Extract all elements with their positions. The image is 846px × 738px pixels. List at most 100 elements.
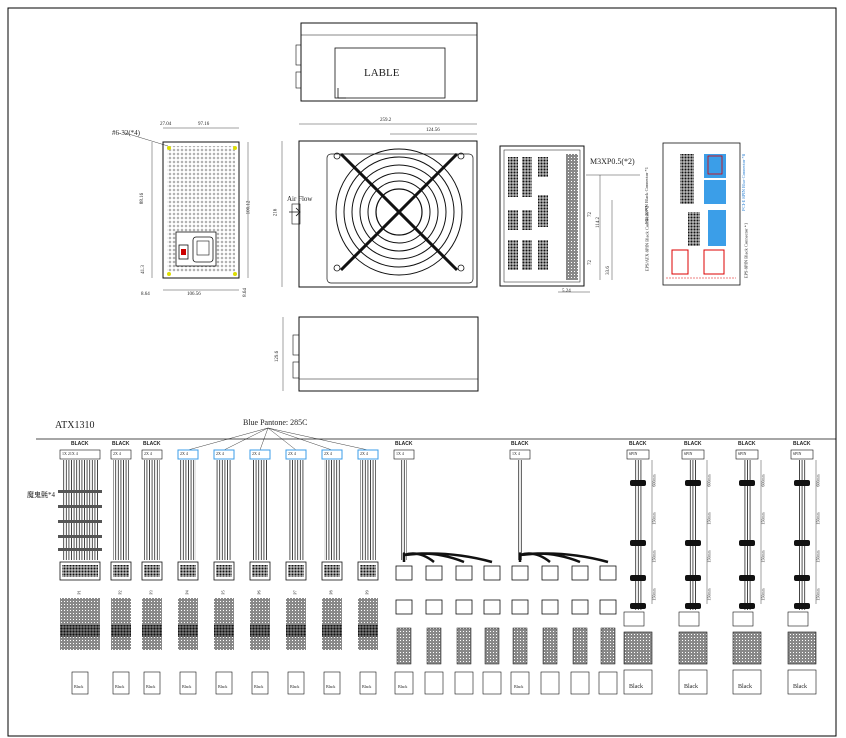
cable-id-p2: P2	[117, 590, 123, 595]
cable-pins-p13: 6PIN	[684, 451, 693, 456]
cable-id-p8: P8	[328, 590, 334, 595]
cable-p8	[321, 449, 343, 695]
cable-p1	[58, 449, 102, 695]
label-area	[334, 47, 446, 99]
back-view	[121, 127, 249, 291]
fan-guard	[333, 148, 465, 276]
cable-pins-p4: 2X 4	[180, 451, 188, 456]
length-label-3-p12: 150mm	[651, 588, 657, 601]
cable-pins-p10: 1X 4	[396, 451, 404, 456]
cable-p2	[110, 449, 132, 695]
cable-id-p4: P4	[184, 590, 190, 595]
cable-id-p9: P9	[364, 590, 370, 595]
pin-tag	[285, 449, 307, 460]
cable-pins-p11: 1X 4	[512, 451, 520, 456]
cable-p6	[249, 449, 271, 695]
cable-header-p12: BLACK	[629, 441, 647, 447]
length-label-1-p12: 150mm	[651, 512, 657, 525]
screw-note: M3XP0.5(*2)	[590, 157, 635, 166]
color-box-p3: Black	[146, 684, 156, 689]
length-label-2-p12: 150mm	[651, 550, 657, 563]
pin-tag	[141, 449, 163, 460]
cable-header-p15: BLACK	[793, 441, 811, 447]
fan-dim-height: 216	[273, 208, 279, 217]
color-box-p2: Black	[115, 684, 125, 689]
cable-header-p3: BLACK	[143, 441, 161, 447]
panel-dim-1: 114.2	[596, 216, 602, 229]
pin-tag	[321, 449, 343, 460]
fan-view	[281, 123, 478, 288]
cable-id-p7: P7	[292, 590, 298, 595]
pin-tag	[177, 449, 199, 460]
color-box-p8: Black	[326, 684, 336, 689]
length-label-0-p14: 600mm	[760, 474, 766, 487]
cable-p9	[357, 449, 379, 695]
length-label-2-p13: 150mm	[706, 550, 712, 563]
color-box-p9: Black	[362, 684, 372, 689]
cable-pins-p6: 2X 4	[252, 451, 260, 456]
airflow-label: Air Flow	[287, 195, 313, 203]
cable-pins-p3: 2X 4	[144, 451, 152, 456]
color-box-p7: Black	[290, 684, 300, 689]
cable-header-p11: BLACK	[511, 441, 529, 447]
cable-drawings	[58, 449, 817, 695]
cable-pins-p2: 2X 4	[113, 451, 121, 456]
color-box-p12: Black	[629, 684, 643, 690]
length-label-1-p13: 150mm	[706, 512, 712, 525]
map-label-pcie: PCI-E 8PIN Blue Connector *8	[741, 154, 746, 211]
pin-tag	[249, 449, 271, 460]
length-label-0-p13: 600mm	[706, 474, 712, 487]
back-dim-5: 41.3	[140, 265, 146, 274]
cable-pins-p15: 6PIN	[793, 451, 802, 456]
color-box-p1: Black	[74, 684, 84, 689]
length-label-2-p15: 150mm	[815, 550, 821, 563]
color-box-p14: Black	[738, 684, 752, 690]
cable-header-p2: BLACK	[112, 441, 130, 447]
cable-p13	[678, 449, 708, 695]
map-label-eps-atx: EPS/ATX 8PIN Black Connector *2	[644, 205, 650, 272]
back-dim-4: 100.12	[246, 200, 252, 215]
fan-dim-half: 124.56	[426, 128, 440, 133]
pin-tag	[59, 449, 101, 460]
cable-id-p3: P3	[148, 590, 154, 595]
cable-p7	[285, 449, 307, 695]
side-view	[282, 316, 479, 392]
sheet-frame	[7, 7, 837, 737]
color-box-p4: Black	[182, 684, 192, 689]
cable-pins-p8: 2X 4	[324, 451, 332, 456]
panel-dim-3: 72	[588, 260, 593, 265]
pantone-leaders	[187, 427, 369, 451]
cable-p3	[141, 449, 163, 695]
cable-id-p5: P5	[220, 590, 226, 595]
length-label-0-p15: 600mm	[815, 474, 821, 487]
cable-p15	[787, 449, 817, 695]
side-dim: 129.6	[275, 350, 281, 363]
cable-p12	[623, 449, 653, 695]
back-dim-3: 88.16	[140, 192, 146, 205]
cable-header-p13: BLACK	[684, 441, 702, 447]
model-name: ATX1310	[55, 420, 95, 431]
connector-map	[662, 142, 741, 286]
color-box-p10: Black	[398, 684, 408, 689]
pin-tag	[790, 449, 814, 460]
map-label-eps: EPS 8PIN Black Connector *1	[743, 222, 749, 279]
length-label-2-p14: 150mm	[760, 550, 766, 563]
modular-panel-view	[499, 145, 640, 293]
length-label-1-p15: 150mm	[815, 512, 821, 525]
cable-header-p14: BLACK	[738, 441, 756, 447]
velcro-note: 魔鬼氈*4	[27, 491, 55, 499]
pantone-note: Blue Pantone: 285C	[243, 418, 308, 427]
pin-tag	[735, 449, 759, 460]
color-box-p11: Black	[514, 684, 524, 689]
pin-tag	[393, 449, 415, 460]
cable-header-p10: BLACK	[395, 441, 413, 447]
back-dim-2: 97.16	[198, 122, 210, 127]
cable-pins-p9: 2X 4	[360, 451, 368, 456]
cable-pins-p7: 2X 4	[288, 451, 296, 456]
cable-id-p1: P1	[76, 590, 82, 595]
panel-dim-5: 5.24	[562, 289, 571, 294]
cable-p4	[177, 449, 199, 695]
pin-tag	[110, 449, 132, 460]
color-box-p15: Black	[793, 684, 807, 690]
